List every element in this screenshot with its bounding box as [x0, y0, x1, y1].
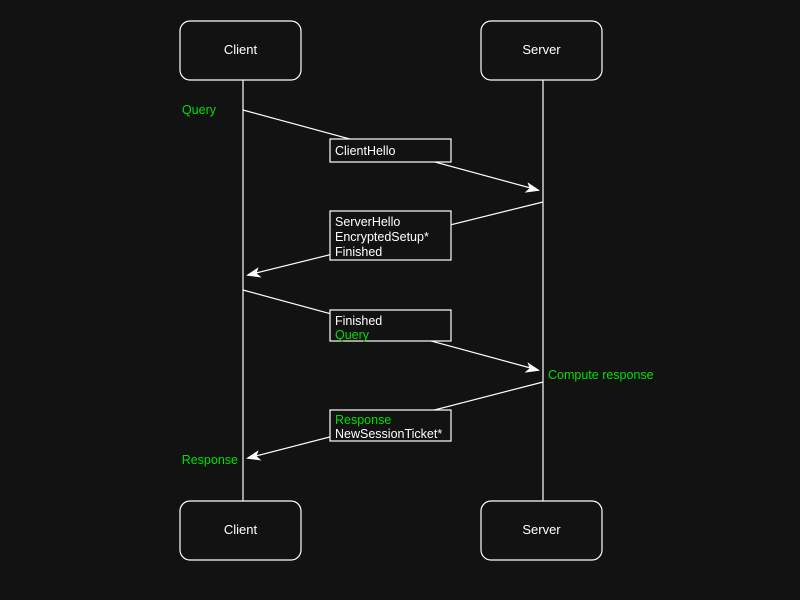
actor-head-server-box	[480, 20, 603, 81]
actor-head-client-box	[179, 20, 302, 81]
message-client-hello[interactable]: ClientHello	[242, 109, 540, 193]
message-server-hello-box	[329, 210, 452, 261]
actor-foot-server[interactable]: Server	[480, 500, 603, 561]
message-client-hello-text-0: ClientHello	[335, 144, 395, 158]
message-server-hello-text-0: ServerHello	[335, 215, 400, 229]
actor-head-server-label: Server	[522, 42, 561, 57]
actor-foot-server-box	[480, 500, 603, 561]
message-finished-query-arrowhead	[524, 362, 540, 373]
message-server-hello-arrowhead	[246, 267, 262, 278]
note-query-label: Query	[182, 103, 217, 117]
message-client-hello-arrowhead	[524, 182, 540, 193]
actor-head-client-label: Client	[224, 42, 258, 57]
actor-foot-client[interactable]: Client	[179, 500, 302, 561]
message-client-hello-box	[329, 138, 452, 163]
message-server-hello[interactable]: ServerHello EncryptedSetup* Finished	[246, 201, 544, 278]
actor-head-client[interactable]: Client	[179, 20, 302, 81]
message-finished-query-text-0: Finished	[335, 314, 382, 328]
note-response-label: Response	[182, 453, 238, 467]
message-response-ticket[interactable]: Response NewSessionTicket*	[246, 381, 544, 461]
message-finished-query-box	[329, 309, 452, 342]
message-finished-query-text-1: Query	[335, 328, 370, 342]
message-server-hello-text-2: Finished	[335, 245, 382, 259]
message-server-hello-text-1: EncryptedSetup*	[335, 230, 429, 244]
note-compute-response-label: Compute response	[548, 368, 654, 382]
message-response-ticket-arrowhead	[246, 450, 262, 461]
message-response-ticket-box	[329, 409, 452, 442]
message-finished-query[interactable]: Finished Query	[242, 289, 540, 373]
actor-foot-server-label: Server	[522, 522, 561, 537]
actor-foot-client-label: Client	[224, 522, 258, 537]
actor-head-server[interactable]: Server	[480, 20, 603, 81]
message-response-ticket-text-1: NewSessionTicket*	[335, 427, 442, 441]
message-response-ticket-text-0: Response	[335, 413, 391, 427]
actor-foot-client-box	[179, 500, 302, 561]
